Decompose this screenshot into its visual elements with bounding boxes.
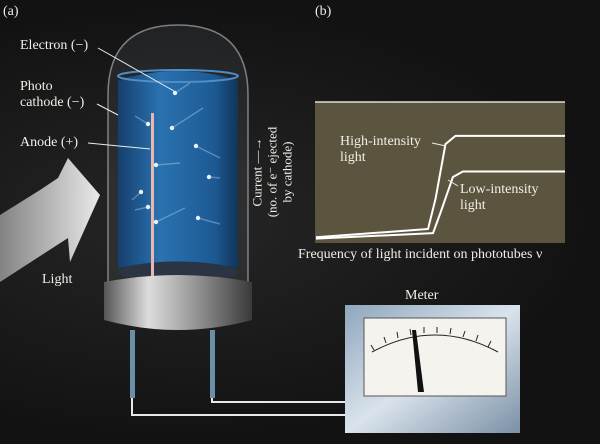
panel-b-label: (b) <box>315 4 332 19</box>
y-axis-label-2: (no. of e⁻ ejected <box>264 126 280 218</box>
cathode-label-2: cathode (−) <box>20 95 85 110</box>
low-intensity-curve <box>315 170 565 240</box>
low-label-1: Low-intensity <box>460 182 539 197</box>
high-label-2: light <box>340 150 366 165</box>
cathode-label-1: Photo <box>20 79 53 94</box>
wire <box>131 398 350 416</box>
tube-base <box>104 275 252 330</box>
curves <box>315 134 565 240</box>
meter-needle <box>412 330 424 392</box>
light-label: Light <box>42 272 73 287</box>
electron-label: Electron (−) <box>20 38 89 53</box>
anode-wire <box>151 113 154 285</box>
high-label-1: High-intensity <box>340 134 421 149</box>
low-label-2: light <box>460 198 486 213</box>
high-intensity-curve <box>315 134 565 239</box>
wire <box>211 398 350 403</box>
y-axis-label-1: Current —→ <box>249 137 265 207</box>
leader-lines <box>87 47 459 187</box>
anode-label: Anode (+) <box>20 135 79 150</box>
light-arrow <box>0 158 100 282</box>
meter-label: Meter <box>405 288 439 303</box>
photocathode <box>118 71 238 268</box>
electrons <box>138 90 212 225</box>
x-axis-label: Frequency of light incident on phototube… <box>298 247 543 262</box>
y-axis-label: Current —→ (no. of e⁻ ejected by cathode… <box>250 102 295 242</box>
y-axis-label-3: by cathode) <box>279 141 295 203</box>
panel-a-label: (a) <box>3 4 19 19</box>
